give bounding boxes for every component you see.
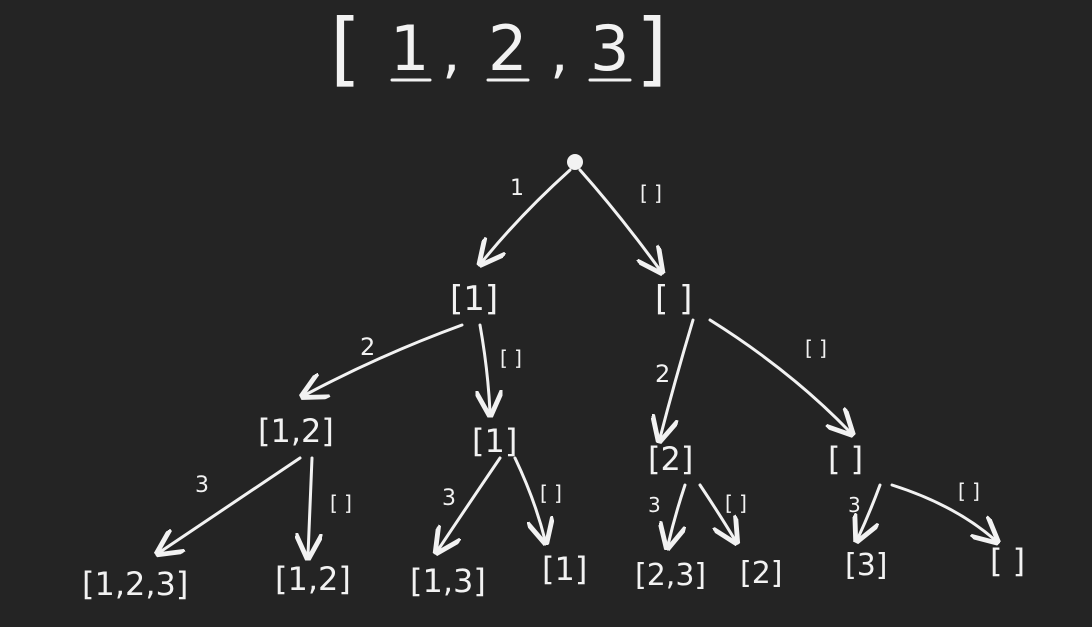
edge-n1b-l1 bbox=[513, 456, 545, 540]
label-n12-l123: 3 bbox=[195, 473, 209, 498]
leaf-l13: [1,3] bbox=[410, 562, 486, 600]
node-n1b: [1] bbox=[472, 422, 517, 460]
title-close-bracket: ] bbox=[636, 2, 667, 95]
node-n1: [1] bbox=[450, 279, 498, 319]
node-n2: [2] bbox=[648, 440, 693, 478]
label-root-n1: 1 bbox=[510, 176, 524, 201]
edge-n2-l2 bbox=[698, 483, 735, 540]
leaf-l3: [3] bbox=[845, 548, 888, 583]
leaf-l1: [1] bbox=[542, 550, 587, 588]
leaf-l12: [1,2] bbox=[275, 560, 351, 598]
label-n1b-l1: [ ] bbox=[540, 481, 562, 505]
node-n00: [ ] bbox=[828, 440, 863, 478]
edge-n2-l23 bbox=[668, 483, 687, 545]
label-n00-l0: [ ] bbox=[958, 479, 980, 503]
label-n1b-l13: 3 bbox=[442, 486, 456, 511]
title-comma-1: , bbox=[442, 18, 460, 86]
edge-n0-n2 bbox=[660, 318, 695, 438]
leaf-l2: [2] bbox=[740, 556, 783, 591]
edge-n12-l12 bbox=[308, 456, 312, 555]
edge-n1-n1b bbox=[480, 323, 490, 412]
edge-n12-l123 bbox=[160, 456, 302, 552]
label-n1-n1b: [ ] bbox=[500, 346, 522, 370]
label-n00-l3: 3 bbox=[848, 493, 861, 517]
label-n2-l23: 3 bbox=[648, 493, 661, 517]
leaf-l23: [2,3] bbox=[635, 558, 706, 593]
leaf-l0: [ ] bbox=[990, 542, 1025, 580]
label-n0-n00: [ ] bbox=[805, 336, 827, 360]
edge-n1b-l13 bbox=[438, 456, 502, 550]
root-node bbox=[567, 154, 583, 170]
title-item-1: 1 bbox=[390, 12, 429, 85]
node-n0: [ ] bbox=[655, 279, 692, 319]
input-array-title: [ 1 , 2 , 3 ] bbox=[330, 2, 667, 95]
edge-root-n0 bbox=[578, 168, 660, 270]
leaf-l123: [1,2,3] bbox=[82, 565, 188, 603]
title-item-2: 2 bbox=[488, 12, 527, 85]
edge-n00-l3 bbox=[858, 483, 882, 538]
label-n12-l12: [ ] bbox=[330, 491, 352, 515]
edge-root-n1 bbox=[482, 168, 572, 262]
title-item-3: 3 bbox=[590, 12, 629, 85]
label-root-n0: [ ] bbox=[640, 181, 662, 205]
edge-n1-n12 bbox=[305, 323, 464, 395]
edge-n00-l0 bbox=[890, 483, 995, 540]
label-n0-n2: 2 bbox=[655, 360, 670, 388]
title-comma-2: , bbox=[550, 18, 568, 86]
label-n1-n12: 2 bbox=[360, 333, 375, 361]
label-n2-l2: [ ] bbox=[725, 491, 747, 515]
title-open-bracket: [ bbox=[330, 2, 361, 95]
edge-n0-n00 bbox=[708, 318, 850, 432]
node-n12: [1,2] bbox=[258, 412, 334, 450]
